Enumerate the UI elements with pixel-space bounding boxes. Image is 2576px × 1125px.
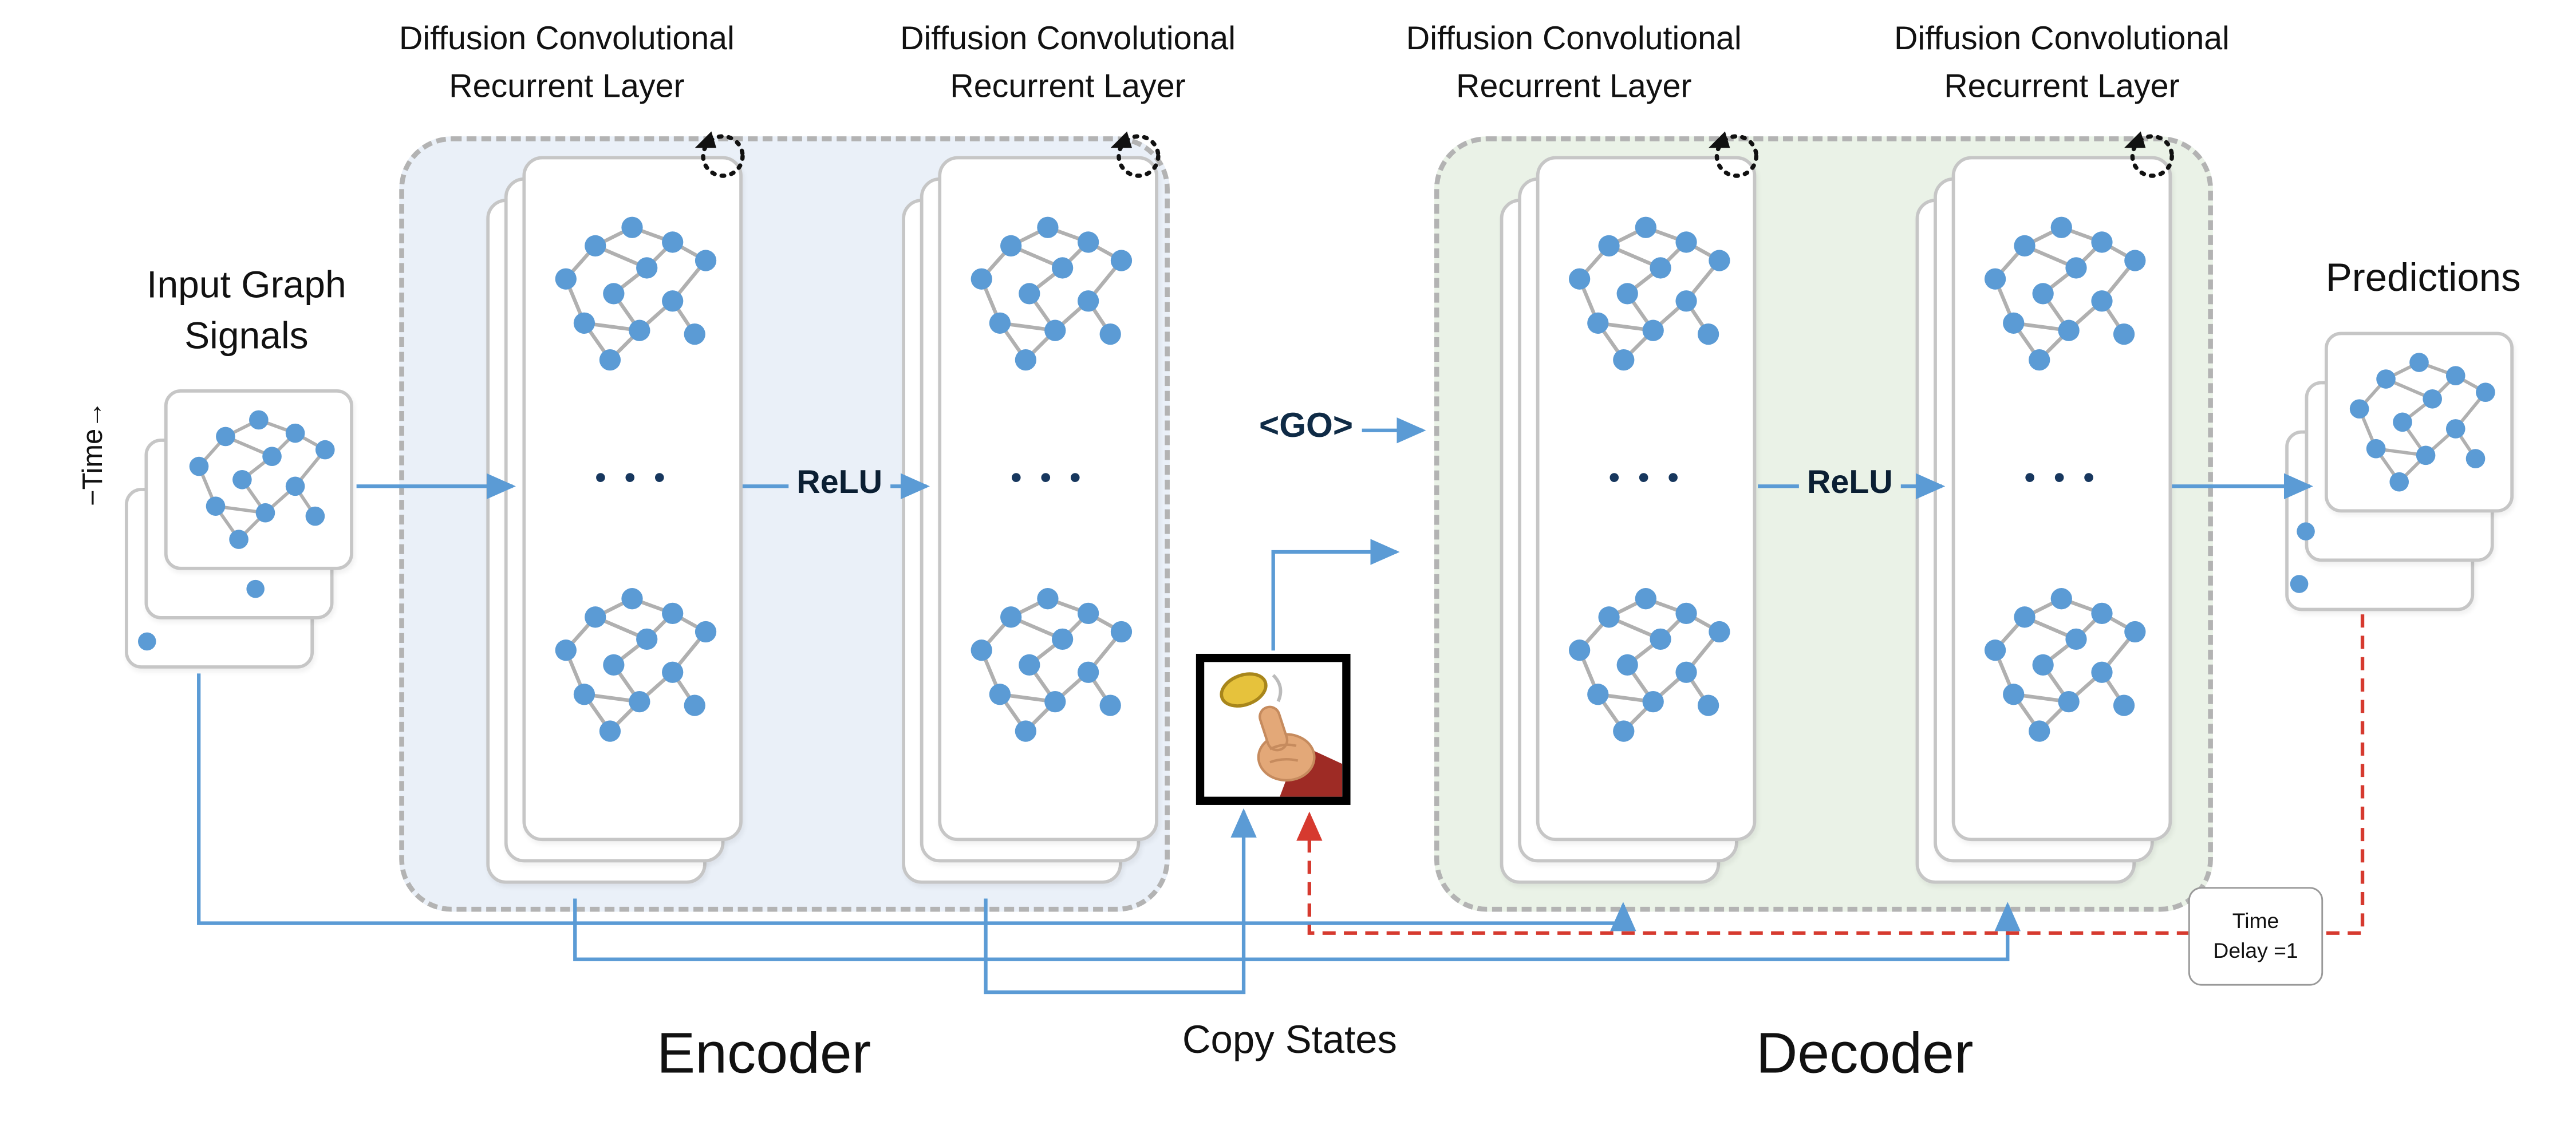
graph-signal-icon [544, 212, 728, 382]
go-symbol-label: <GO> [1252, 407, 1360, 447]
recurrent-loop-icon [2116, 127, 2182, 183]
drc-layer-stack-encoder-2: • • • [902, 156, 1158, 884]
layer-card-front: • • • [1951, 156, 2172, 842]
hidden-layers-ellipsis: • • • [1011, 461, 1086, 496]
input-graph-signals-label: Input Graph Signals [147, 263, 346, 357]
graph-signal-icon [960, 583, 1143, 754]
predictions-stack [2285, 331, 2515, 615]
hidden-layers-ellipsis: • • • [1608, 461, 1684, 496]
graph-node-dot [138, 632, 156, 651]
drc-layer-stack-decoder-1: • • • [1500, 156, 1757, 884]
time-axis-label: −Time→ [77, 401, 109, 506]
time-delay-box: Time Delay =1 [2188, 887, 2323, 986]
graph-signal-icon [2340, 345, 2506, 506]
decoder-label: Decoder [1756, 1021, 1974, 1086]
layer-label-encoder-2: Diffusion Convolutional Recurrent Layer [900, 21, 1236, 105]
graph-node-dot [2290, 575, 2309, 593]
recurrent-loop-icon [1701, 127, 1766, 183]
graph-signal-icon [1973, 212, 2157, 382]
graph-signal-icon [960, 212, 1143, 382]
coin-flip-box [1196, 653, 1351, 805]
drc-layer-stack-decoder-2: • • • [1915, 156, 2172, 884]
layer-label-decoder-1: Diffusion Convolutional Recurrent Layer [1406, 21, 1742, 105]
graph-node-dot [246, 579, 265, 598]
graph-signal-icon [544, 583, 728, 754]
relu-label-decoder: ReLU [1798, 465, 1901, 503]
input-card-front [164, 389, 353, 570]
time-delay-line1: Time [2232, 909, 2279, 934]
relu-label-encoder: ReLU [788, 465, 891, 503]
recurrent-loop-icon [687, 127, 752, 183]
layer-label-decoder-2: Diffusion Convolutional Recurrent Layer [1893, 21, 2230, 105]
layer-card-front: • • • [522, 156, 743, 842]
time-delay-line2: Delay =1 [2213, 938, 2298, 963]
graph-signal-icon [1557, 583, 1741, 754]
recurrent-loop-icon [1102, 127, 1168, 183]
graph-signal-icon [179, 402, 345, 563]
prediction-card-front [2325, 331, 2514, 513]
layer-card-front: • • • [938, 156, 1158, 842]
graph-node-dot [2297, 522, 2315, 540]
hidden-layers-ellipsis: • • • [595, 461, 670, 496]
layer-card-front: • • • [1536, 156, 1757, 842]
layer-label-encoder-1: Diffusion Convolutional Recurrent Layer [399, 21, 735, 105]
graph-signal-icon [1557, 212, 1741, 382]
copy-states-label: Copy States [1182, 1018, 1397, 1063]
drc-layer-stack-encoder-1: • • • [486, 156, 743, 884]
encoder-label: Encoder [657, 1021, 871, 1086]
coin-flip-icon [1220, 672, 1343, 797]
graph-signal-icon [1973, 583, 2157, 754]
hidden-layers-ellipsis: • • • [2024, 461, 2100, 496]
predictions-label: Predictions [2325, 256, 2521, 301]
input-graph-stack [125, 389, 355, 672]
arrow-coin-to-decoder [1271, 539, 1400, 651]
